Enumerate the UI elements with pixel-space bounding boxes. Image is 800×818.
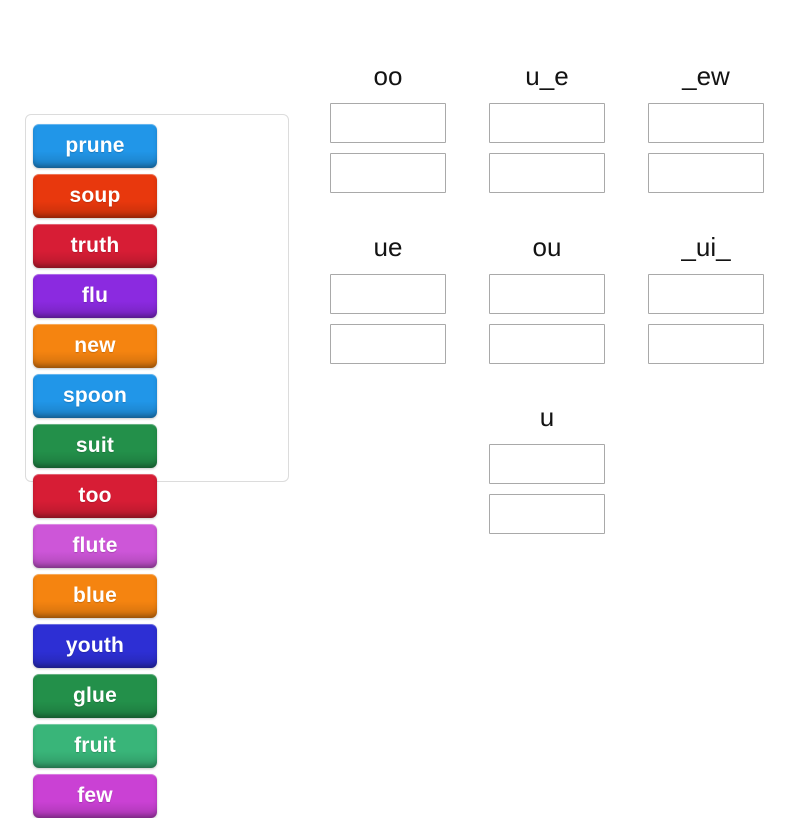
drop-slot[interactable] bbox=[330, 103, 446, 143]
sort-column-u-e[interactable]: u_e bbox=[489, 59, 605, 193]
column-header: u_e bbox=[525, 61, 569, 91]
word-tile[interactable]: truth bbox=[33, 224, 157, 268]
sort-column-ou[interactable]: ou bbox=[489, 230, 605, 364]
sort-column-ue[interactable]: ue bbox=[330, 230, 446, 364]
column-header: oo bbox=[373, 61, 403, 91]
word-tile[interactable]: flu bbox=[33, 274, 157, 318]
drop-slot[interactable] bbox=[648, 103, 764, 143]
word-tile[interactable]: new bbox=[33, 324, 157, 368]
column-header: _ew bbox=[682, 61, 730, 91]
drop-slot[interactable] bbox=[489, 444, 605, 484]
sort-column-ew[interactable]: _ew bbox=[648, 59, 764, 193]
drop-slot[interactable] bbox=[648, 153, 764, 193]
word-tile[interactable]: spoon bbox=[33, 374, 157, 418]
drop-slot[interactable] bbox=[489, 274, 605, 314]
column-header: ue bbox=[373, 232, 403, 262]
drop-slot[interactable] bbox=[648, 274, 764, 314]
column-header: ou bbox=[532, 232, 562, 262]
word-tile[interactable]: glue bbox=[33, 674, 157, 718]
sort-column-ui[interactable]: _ui_ bbox=[648, 230, 764, 364]
sort-board: oo u_e _ew ue ou _ui_ u bbox=[330, 59, 764, 534]
word-tile[interactable]: soup bbox=[33, 174, 157, 218]
drop-slot[interactable] bbox=[648, 324, 764, 364]
word-tile[interactable]: flute bbox=[33, 524, 157, 568]
column-header: u bbox=[539, 402, 555, 432]
sort-column-u[interactable]: u bbox=[489, 400, 605, 534]
word-tile[interactable]: few bbox=[33, 774, 157, 818]
drop-slot[interactable] bbox=[330, 274, 446, 314]
drop-slot[interactable] bbox=[489, 324, 605, 364]
drop-slot[interactable] bbox=[330, 324, 446, 364]
drop-slot[interactable] bbox=[489, 494, 605, 534]
drop-slot[interactable] bbox=[489, 103, 605, 143]
word-tile[interactable]: fruit bbox=[33, 724, 157, 768]
sort-column-oo[interactable]: oo bbox=[330, 59, 446, 193]
drop-slot[interactable] bbox=[489, 153, 605, 193]
word-tile-tray[interactable]: prune soup truth flu new spoon suit too flute blu… bbox=[25, 114, 289, 818]
word-tile[interactable]: too bbox=[33, 474, 157, 518]
word-tile[interactable]: youth bbox=[33, 624, 157, 668]
word-tile[interactable]: blue bbox=[33, 574, 157, 618]
word-tile[interactable]: prune bbox=[33, 124, 157, 168]
column-header: _ui_ bbox=[681, 232, 731, 262]
word-tile[interactable]: suit bbox=[33, 424, 157, 468]
drop-slot[interactable] bbox=[330, 153, 446, 193]
